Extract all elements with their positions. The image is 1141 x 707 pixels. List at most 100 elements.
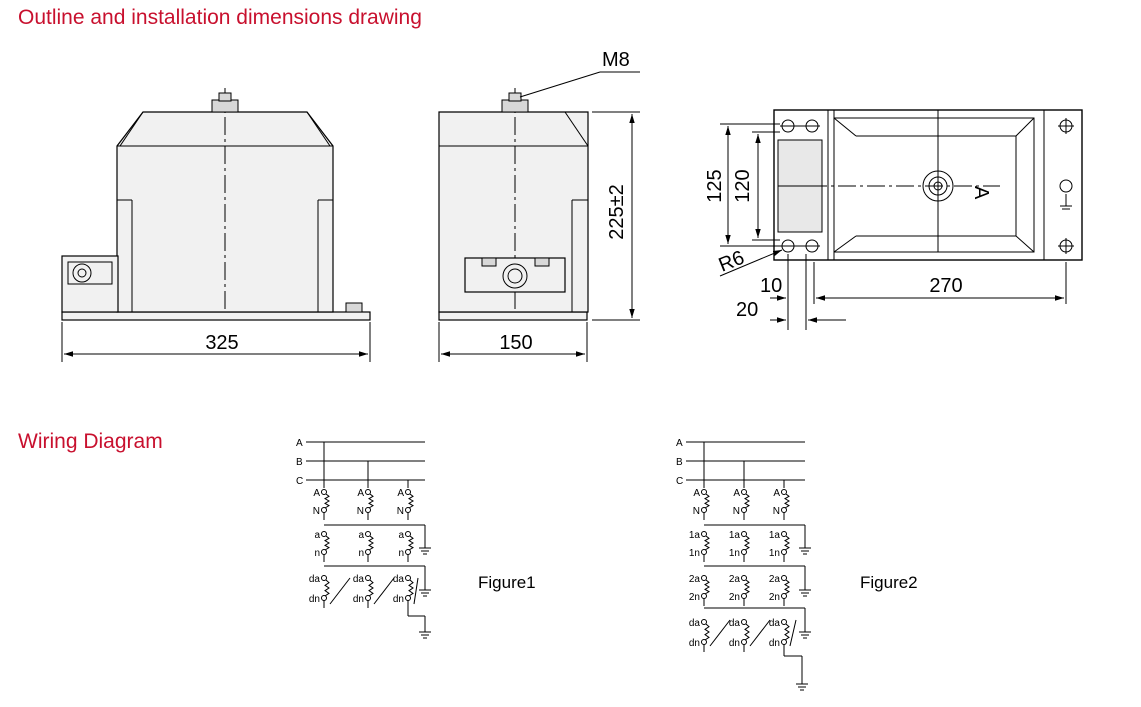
terminal-label: 2a xyxy=(769,574,781,585)
coil-icon xyxy=(784,535,790,551)
phase-label-c: C xyxy=(676,476,683,487)
terminal-icon xyxy=(741,489,747,495)
terminal-icon xyxy=(741,593,747,599)
terminal-icon xyxy=(741,619,747,625)
terminal-label: 2n xyxy=(769,592,780,603)
coil-icon xyxy=(784,579,790,595)
winding-terminal-pair: AN xyxy=(773,488,790,520)
coil-icon xyxy=(704,535,710,551)
ground-terminal-icon xyxy=(1059,179,1073,193)
terminal-icon xyxy=(365,595,371,601)
terminal-label: N xyxy=(693,506,700,517)
coil-icon xyxy=(704,579,710,595)
figure2-diagram: A B C AN1a1n2a2ndadnAN1a1n2a2ndadnAN1a1n… xyxy=(676,438,918,691)
coil-icon xyxy=(368,493,374,509)
dim-hole-span-outer: 125 xyxy=(704,169,726,202)
terminal-label: da xyxy=(729,618,741,629)
terminal-label: n xyxy=(398,548,404,559)
terminal-icon xyxy=(365,549,371,555)
dim-hole-span-inner: 120 xyxy=(732,169,754,202)
terminal-icon xyxy=(405,595,411,601)
terminal-label: 1a xyxy=(729,530,741,541)
dim-width-side: 150 xyxy=(499,332,532,354)
terminal-label: 1n xyxy=(729,548,740,559)
outline-heading: Outline and installation dimensions draw… xyxy=(18,6,422,29)
phase-label-a: A xyxy=(296,438,303,449)
coil-icon xyxy=(744,623,750,641)
terminal-icon xyxy=(701,575,707,581)
ground-icon xyxy=(796,683,808,691)
dim-mount-length: 270 xyxy=(929,275,962,297)
winding-terminal-pair: AN xyxy=(313,488,330,520)
front-view: 325 xyxy=(61,88,371,362)
side-base-plate xyxy=(438,311,588,321)
winding-terminal-pair: an xyxy=(358,530,374,562)
winding-terminal-pair: AN xyxy=(733,488,750,520)
terminal-icon xyxy=(405,531,411,537)
winding-terminal-pair: an xyxy=(314,530,330,562)
terminal-icon xyxy=(701,549,707,555)
terminal-label: N xyxy=(357,506,364,517)
coil-icon xyxy=(408,579,414,597)
primary-terminal-icon xyxy=(922,170,954,202)
dim-offset-20: 20 xyxy=(736,299,758,321)
terminal-icon xyxy=(781,575,787,581)
terminal-icon xyxy=(405,507,411,513)
terminal-label: dn xyxy=(309,594,320,605)
plan-view: A 125 120 R6 xyxy=(704,109,1083,330)
terminal-icon xyxy=(321,575,327,581)
coil-icon xyxy=(408,493,414,509)
terminal-icon xyxy=(781,619,787,625)
terminal-icon xyxy=(741,639,747,645)
winding-terminal-pair: 2a 2n xyxy=(769,574,790,606)
terminal-label: A xyxy=(357,488,364,499)
terminal-label: 1n xyxy=(689,548,700,559)
terminal-label: da xyxy=(309,574,321,585)
terminal-icon xyxy=(321,595,327,601)
coil-icon xyxy=(744,535,750,551)
front-top-terminal xyxy=(211,99,239,113)
winding-terminal-pair: an xyxy=(398,530,414,562)
terminal-label: A xyxy=(970,186,992,200)
terminal-icon xyxy=(781,549,787,555)
terminal-label: N xyxy=(733,506,740,517)
terminal-label: da xyxy=(353,574,365,585)
terminal-icon xyxy=(701,593,707,599)
figure2-caption: Figure2 xyxy=(860,573,918,592)
phase-label-c: C xyxy=(296,476,303,487)
coil-icon xyxy=(744,579,750,595)
side-top-terminal xyxy=(501,99,529,113)
winding-terminal-pair: AN xyxy=(357,488,374,520)
ground-icon xyxy=(799,589,811,597)
dim-height: 225±2 xyxy=(606,184,628,239)
terminal-label: da xyxy=(689,618,701,629)
secondary-terminal-box xyxy=(464,257,566,293)
coil-icon xyxy=(368,535,374,551)
terminal-label: A xyxy=(733,488,740,499)
ground-icon xyxy=(419,589,431,597)
phase-label-b: B xyxy=(676,457,683,468)
terminal-icon xyxy=(321,531,327,537)
terminal-icon xyxy=(741,531,747,537)
terminal-icon xyxy=(405,575,411,581)
terminal-label: A xyxy=(773,488,780,499)
coil-icon xyxy=(324,535,330,551)
terminal-label: a xyxy=(314,530,320,541)
coil-icon xyxy=(744,493,750,509)
terminal-label: N xyxy=(313,506,320,517)
terminal-label: 1a xyxy=(689,530,701,541)
terminal-label: 1a xyxy=(769,530,781,541)
terminal-icon xyxy=(405,489,411,495)
dim-width-front: 325 xyxy=(205,332,238,354)
ground-bolt xyxy=(345,302,363,313)
coil-icon xyxy=(704,493,710,509)
winding-terminal-pair: da dn xyxy=(309,574,330,608)
figure1-caption: Figure1 xyxy=(478,573,536,592)
terminal-icon xyxy=(365,507,371,513)
terminal-label: N xyxy=(773,506,780,517)
terminal-label: 2a xyxy=(689,574,701,585)
